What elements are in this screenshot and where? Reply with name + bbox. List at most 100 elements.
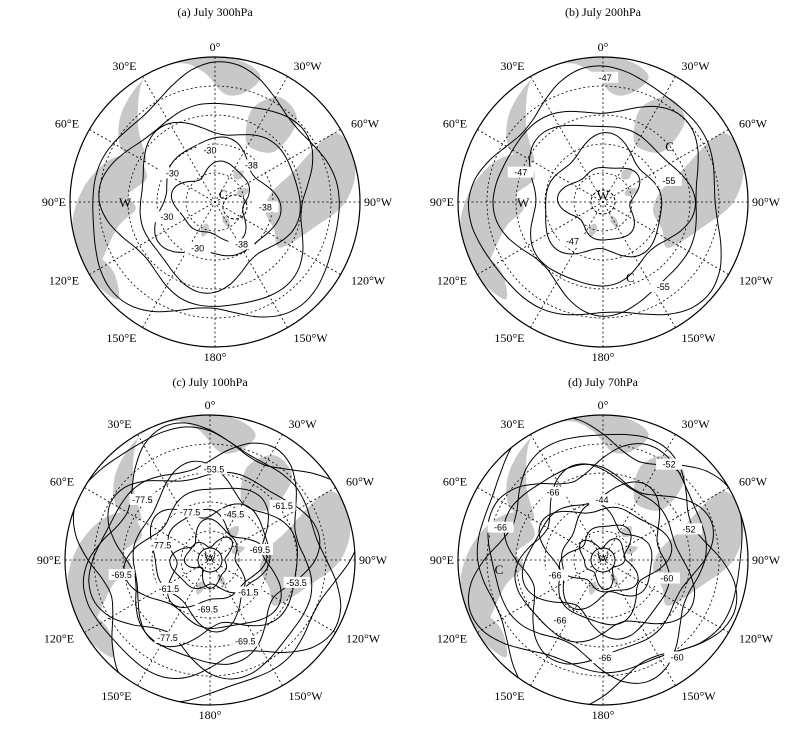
map-panel-3: (c) July 100hPa0°30°W60°W90°W120°W150°W1… bbox=[37, 375, 388, 722]
contour-label-bg bbox=[232, 635, 259, 647]
center-mark: C bbox=[219, 187, 228, 202]
meridian-label: 60°E bbox=[55, 117, 79, 131]
contour-label: -44 bbox=[595, 495, 608, 505]
meridian-label: 0° bbox=[598, 40, 609, 54]
meridian-label: 120°E bbox=[49, 274, 79, 288]
land-masses bbox=[460, 415, 744, 658]
contour-label: -61.5 bbox=[159, 584, 180, 594]
contour-label: -47 bbox=[514, 168, 527, 178]
contour-label: -53.5 bbox=[286, 578, 307, 588]
meridian-label: 30°E bbox=[500, 59, 524, 73]
contour-line bbox=[521, 481, 670, 640]
contour-label-bg bbox=[588, 494, 615, 506]
contour-label: -55 bbox=[662, 176, 675, 186]
land-mass bbox=[259, 491, 351, 606]
contour-label: -69.5 bbox=[250, 545, 271, 555]
meridian-label: 30°E bbox=[112, 59, 136, 73]
pole-contour bbox=[590, 547, 616, 573]
land-mass bbox=[633, 97, 686, 153]
contour-line bbox=[183, 536, 233, 589]
contour-line bbox=[82, 422, 342, 679]
contour-line bbox=[557, 166, 641, 241]
meridian-label: 120°E bbox=[437, 274, 467, 288]
contour-label: -66 bbox=[598, 653, 611, 663]
contour-label-bg bbox=[154, 632, 181, 644]
pole-contour bbox=[590, 189, 616, 215]
meridian-label: 30°E bbox=[500, 417, 524, 431]
contour-label: -30 bbox=[203, 146, 216, 156]
contour-label-bg bbox=[487, 521, 514, 533]
map-boundary bbox=[69, 56, 361, 348]
contour-line bbox=[149, 503, 271, 633]
contour-line bbox=[467, 65, 722, 316]
contour-label: -38 bbox=[245, 161, 258, 171]
map-panel-1: (a) July 300hPa0°30°W60°W90°W120°W150°W1… bbox=[42, 5, 393, 364]
pole-contour bbox=[222, 194, 248, 220]
contour-label-bg bbox=[542, 569, 569, 581]
contour-label: -66 bbox=[494, 523, 507, 533]
arctic-island bbox=[228, 525, 239, 538]
contour-label: -61.5 bbox=[238, 587, 259, 597]
contour-label: -60 bbox=[660, 574, 673, 584]
contour-label-bg bbox=[547, 614, 574, 626]
land-mass bbox=[72, 154, 147, 274]
land-mass bbox=[90, 257, 120, 300]
meridian-label: 30°W bbox=[289, 417, 318, 431]
meridian-label: 180° bbox=[592, 708, 615, 722]
meridian-label: 60°W bbox=[351, 117, 380, 131]
contour-label: -47 bbox=[566, 237, 579, 247]
meridian-label: 90°E bbox=[42, 195, 66, 209]
latitude-circle bbox=[515, 472, 691, 648]
contour-label: -77.5 bbox=[157, 633, 178, 643]
meridian-label: 180° bbox=[592, 350, 615, 364]
arctic-island bbox=[624, 188, 638, 197]
contour-label-bg bbox=[507, 166, 534, 178]
contour-label: -38 bbox=[235, 239, 248, 249]
meridian-line bbox=[530, 434, 676, 686]
contour-line bbox=[514, 463, 696, 643]
contour-line bbox=[170, 160, 251, 243]
land-mass bbox=[478, 257, 508, 300]
panel-title: (d) July 70hPa bbox=[568, 375, 639, 389]
contour-label-bg bbox=[592, 71, 619, 83]
arctic-island bbox=[231, 546, 245, 555]
map-boundary bbox=[457, 414, 749, 706]
contour-line bbox=[528, 124, 696, 287]
contour-line bbox=[578, 538, 626, 590]
latitude-circle bbox=[573, 172, 633, 232]
land-mass bbox=[460, 512, 535, 632]
meridian-label: 150°E bbox=[106, 331, 136, 345]
contour-label: -53.5 bbox=[204, 464, 225, 474]
contour-label: -77.5 bbox=[132, 495, 153, 505]
center-mark: C bbox=[495, 562, 504, 577]
contour-label: -52 bbox=[663, 460, 676, 470]
contour-label-bg bbox=[664, 651, 691, 663]
contour-label: -45.5 bbox=[224, 509, 245, 519]
meridian-label: 60°E bbox=[443, 117, 467, 131]
contour-label-bg bbox=[108, 569, 135, 581]
contour-label-bg bbox=[655, 174, 682, 186]
meridian-label: 120°W bbox=[351, 274, 386, 288]
contour-line bbox=[487, 443, 707, 684]
land-masses bbox=[72, 57, 356, 300]
latitude-circle bbox=[515, 114, 691, 290]
panel-title: (c) July 100hPa bbox=[172, 375, 248, 389]
contour-label: -60 bbox=[671, 652, 684, 662]
arctic-island bbox=[201, 223, 210, 237]
contour-label: -47 bbox=[599, 73, 612, 83]
contour-label: -69.5 bbox=[111, 570, 132, 580]
contour-line bbox=[545, 132, 663, 258]
contour-label: -30 bbox=[160, 212, 173, 222]
contour-line bbox=[558, 524, 639, 593]
contour-line bbox=[98, 102, 314, 307]
contour-label-bg bbox=[201, 463, 228, 475]
land-mass bbox=[67, 512, 142, 632]
panel-title: (a) July 300hPa bbox=[177, 5, 253, 19]
land-mass bbox=[118, 57, 261, 163]
land-mass bbox=[478, 615, 508, 658]
center-mark: W bbox=[597, 550, 610, 565]
land-mass bbox=[85, 615, 115, 658]
contour-label-bg bbox=[559, 235, 586, 247]
meridian-label: 150°W bbox=[682, 331, 717, 345]
contour-label-bg bbox=[221, 508, 248, 520]
